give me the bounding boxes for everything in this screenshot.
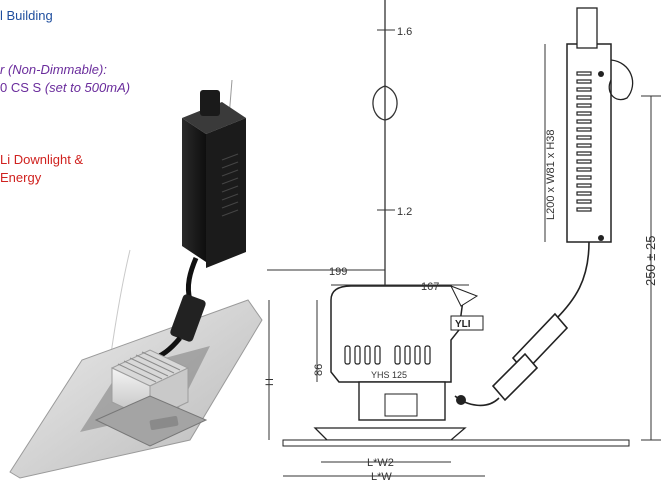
lamp-center: [384, 393, 418, 417]
spring-clip: [149, 415, 179, 431]
note-driver-setting: (set to 500mA): [44, 80, 131, 95]
dim-lw: L*W: [371, 471, 392, 480]
dim-167: 167: [421, 281, 439, 293]
driver-screw: [598, 71, 604, 77]
product-photo: [9, 79, 263, 479]
driver-hanger: [608, 59, 634, 101]
driver-clip: [576, 7, 598, 49]
note-product-line1: Li Downlight &: [0, 152, 84, 167]
hang-height-label: 250 ± 25: [643, 235, 658, 286]
note-building: l Building: [0, 8, 53, 23]
driver-connector: [200, 90, 220, 116]
dim-cable-mid: 1.2: [397, 206, 412, 218]
connector-lower: [491, 352, 539, 402]
cable-loop: [372, 85, 398, 121]
brand-badge: [450, 315, 484, 331]
driver-cable: [185, 257, 199, 301]
driver-box-top: [182, 102, 246, 134]
driver-size-label: L200 x W81 x H38: [545, 130, 557, 221]
dim-h: H: [264, 378, 276, 386]
dim-cable-top: 1.6: [397, 26, 412, 38]
technical-drawing: 1.6 1.2 L200 x W81 x H38 250 ± 25 YLI YH…: [264, 0, 661, 480]
dim-86: 86: [313, 364, 325, 376]
note-driver-value: 0 CS S: [0, 80, 42, 95]
ceiling-line: [282, 439, 630, 447]
note-product-line2: Energy: [0, 170, 42, 185]
note-driver-label: r (Non-Dimmable):: [0, 62, 107, 77]
side-knob: [456, 395, 466, 405]
driver-output-cable: [554, 241, 590, 321]
heatsink-fins: [117, 351, 181, 383]
model-label: YHS 125: [371, 370, 407, 380]
driver-screw: [598, 235, 604, 241]
luminaire-nose: [449, 285, 479, 307]
dim-lw2: L*W2: [367, 457, 394, 469]
trim-bezel: [313, 427, 467, 441]
driver-vent-slots: [576, 71, 592, 212]
housing-fins: [344, 345, 431, 365]
dim-199: 199: [329, 266, 347, 278]
driver-vents: [221, 153, 239, 217]
driver-box-side: [206, 118, 246, 268]
brand-label: YLI: [455, 319, 471, 330]
driver-body: [566, 43, 612, 243]
inline-connector: [170, 294, 206, 342]
note-driver-line: 0 CS S (set to 500mA): [0, 80, 130, 96]
luminaire-housing: [330, 285, 464, 383]
driver-box: [182, 118, 206, 262]
